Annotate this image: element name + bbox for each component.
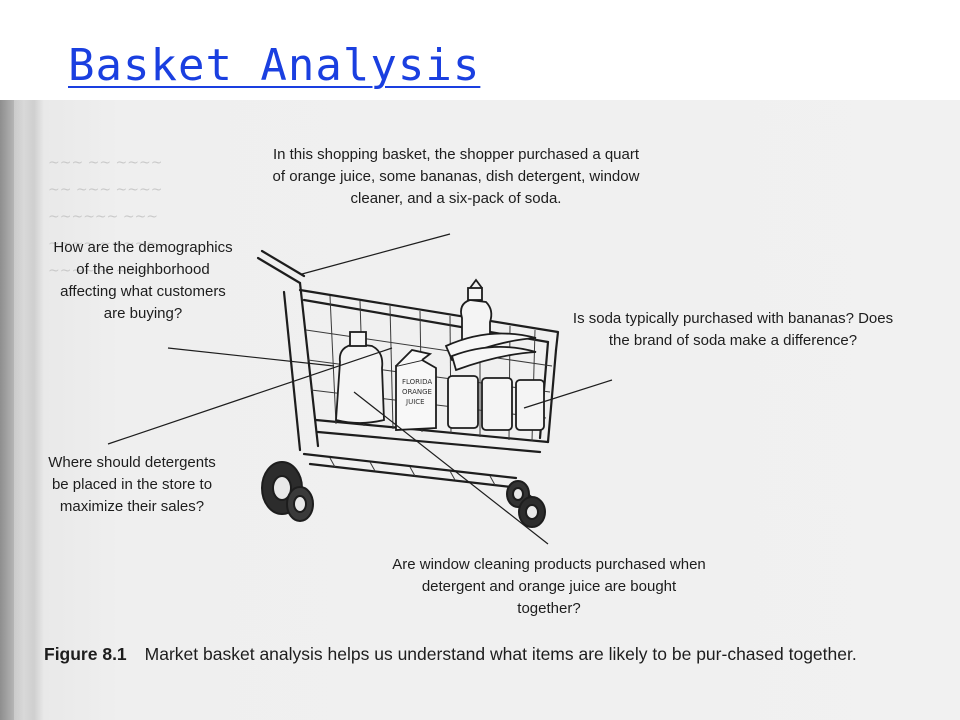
page-gutter-shadow bbox=[0, 100, 14, 720]
carton-label-2: ORANGE bbox=[402, 388, 432, 396]
leader-window bbox=[353, 391, 549, 545]
callout-window: Are window cleaning products purchased w… bbox=[392, 556, 706, 617]
callout-soda: Is soda typically purchased with bananas… bbox=[572, 310, 894, 349]
carton-label-3: JUICE bbox=[405, 398, 425, 406]
orange-juice-carton bbox=[395, 349, 437, 431]
leader-detergents bbox=[107, 347, 393, 445]
figure-label: Figure 8.1 bbox=[44, 644, 127, 664]
leader-top bbox=[301, 233, 451, 275]
callout-detergents: Where should detergents be placed in the… bbox=[48, 454, 216, 515]
basket-rim bbox=[298, 288, 560, 352]
cart-handle-top bbox=[260, 249, 306, 278]
callout-top: In this shopping basket, the shopper pur… bbox=[272, 146, 640, 207]
callout-demographics: How are the demographics of the neighbor… bbox=[53, 239, 233, 322]
figure-caption-text: Market basket analysis helps us understa… bbox=[144, 644, 857, 664]
figure-caption: Figure 8.1 Market basket analysis helps u… bbox=[44, 640, 924, 668]
lower-rack-bars bbox=[329, 457, 496, 486]
cart-handle bbox=[256, 256, 302, 285]
leader-demographics bbox=[167, 347, 335, 367]
cart-frame-rear-inner bbox=[282, 290, 302, 452]
bananas bbox=[444, 332, 537, 372]
leader-soda bbox=[523, 379, 613, 409]
soda-six-pack bbox=[447, 375, 545, 431]
cart-wheels bbox=[261, 461, 546, 528]
carton-label-1: FLORIDA bbox=[402, 378, 432, 386]
slide-title: Basket Analysis bbox=[68, 40, 481, 91]
callout-leader-lines bbox=[107, 233, 613, 545]
cart-frame-rear bbox=[298, 281, 320, 448]
detergent-bottle bbox=[335, 331, 385, 424]
window-cleaner-bottle bbox=[460, 278, 493, 343]
